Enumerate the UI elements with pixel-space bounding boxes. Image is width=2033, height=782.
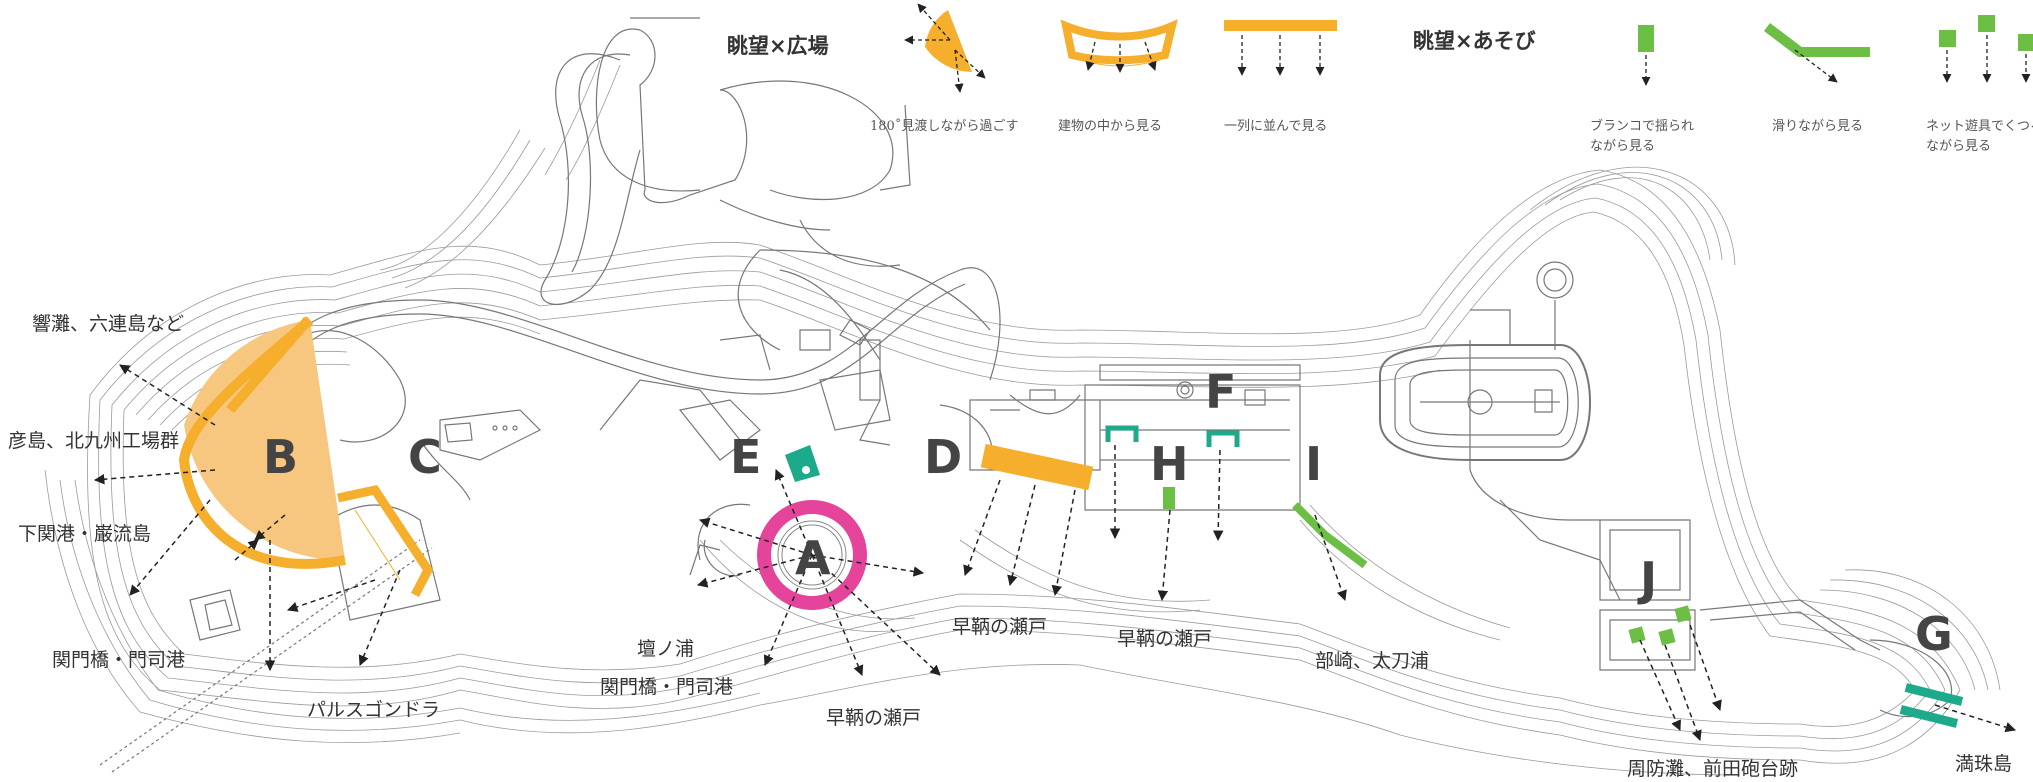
legend-item-slide: 滑りながら見る (1772, 119, 1863, 134)
legend-item-swing-l2: ながら見る (1590, 139, 1655, 154)
legend-building-view-icon (1060, 19, 1178, 73)
marker-a: A (795, 531, 831, 585)
marker-f: F (1205, 365, 1236, 419)
legend-group2-title: 眺望×あそび (1413, 29, 1536, 53)
label-busaki: 部崎、太刀浦 (1315, 650, 1429, 672)
legend-item-180: 180˚見渡しながら過ごす (870, 118, 1018, 134)
legend: 眺望×広場 180˚見渡しながら過ごす 建物の中から見る (727, 3, 2033, 154)
marker-g: G (1915, 607, 1953, 661)
marker-letters: A B C D E F G H I J (263, 365, 1953, 661)
b-semicircle-rim (178, 316, 346, 569)
b-long-rail (226, 316, 312, 414)
view-destination-labels: 響灘、六連島など 彦島、北九州工場群 下関港・巌流島 関門橋・門司港 パルスゴン… (8, 313, 2012, 780)
legend-slide-icon (1763, 23, 1870, 83)
c-curved-building (337, 484, 434, 598)
legend-item-building: 建物の中から見る (1058, 119, 1162, 134)
f-swing-1 (1105, 425, 1139, 442)
label-hayatomo-3: 早鞆の瀬戸 (1117, 628, 1212, 650)
j-net-2 (1658, 628, 1676, 646)
label-hikoshima: 彦島、北九州工場群 (8, 430, 179, 452)
legend-item-swing-l1: ブランコで揺られ (1590, 118, 1694, 134)
label-suo: 周防灘、前田砲台跡 (1627, 758, 1798, 780)
marker-h: H (1150, 437, 1189, 491)
a-ring (757, 500, 867, 610)
marker-i: I (1305, 437, 1322, 491)
label-gondola: パルスゴンドラ (307, 699, 440, 721)
g-net-1 (1904, 683, 1964, 706)
j-net-3 (1674, 605, 1692, 623)
view-play-elements (785, 425, 1964, 728)
d-line-viewing-bench (980, 443, 1094, 491)
label-kanmon-1: 関門橋・門司港 (52, 649, 185, 671)
label-manju: 満珠島 (1955, 753, 2012, 775)
view-arrows (93, 364, 2017, 741)
legend-item-line: 一列に並んで見る (1224, 119, 1327, 134)
marker-e: E (730, 430, 761, 484)
contour-lines (44, 59, 2001, 776)
i-slide (1292, 502, 1368, 569)
marker-b: B (263, 430, 298, 484)
legend-swing-icon (1638, 25, 1654, 86)
legend-item-net-l2: ながら見る (1926, 139, 1991, 154)
legend-line-view-icon (1224, 20, 1337, 76)
label-hayatomo-2: 早鞆の瀬戸 (952, 616, 1047, 638)
legend-item-net-l1: ネット遊具でくつろ (1926, 119, 2033, 134)
marker-d: D (924, 430, 962, 484)
label-shimonoseki: 下関港・巌流島 (18, 523, 151, 545)
view-plaza-elements (178, 316, 1094, 598)
legend-net-icon (1939, 15, 2033, 83)
f-swing-2 (1206, 430, 1240, 447)
label-hayatomo-1: 早鞆の瀬戸 (826, 707, 921, 729)
legend-group1-title: 眺望×広場 (727, 34, 829, 58)
h-swing (1163, 487, 1175, 509)
e-net-play (785, 445, 820, 482)
marker-j: J (1637, 552, 1657, 606)
label-kanmon-2: 関門橋・門司港 (600, 676, 733, 698)
legend-180-view-icon (904, 3, 986, 93)
g-net-2 (1899, 705, 1959, 728)
marker-c: C (408, 430, 442, 484)
label-dannoura: 壇ノ浦 (637, 638, 694, 660)
label-hibiki: 響灘、六連島など (32, 313, 184, 335)
j-net-1 (1628, 626, 1646, 644)
b-semicircle-viewing-area (184, 320, 345, 561)
